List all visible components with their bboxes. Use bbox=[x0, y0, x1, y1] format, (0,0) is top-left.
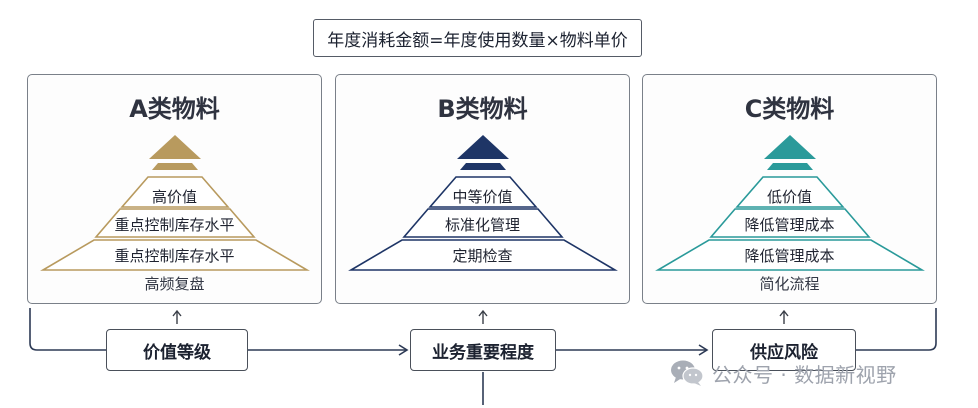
pyramid-apex bbox=[149, 135, 201, 159]
panel-c-level-3: 降低管理成本 bbox=[744, 247, 835, 265]
criteria-label: 供应风险 bbox=[750, 342, 818, 363]
panel-c-title: C类物料 bbox=[744, 95, 835, 123]
pyramid-tier-3 bbox=[655, 239, 925, 271]
panel-c-pyramid bbox=[655, 135, 925, 271]
criteria-label: 价值等级 bbox=[143, 342, 211, 363]
panel-a-pyramid bbox=[40, 135, 310, 271]
pyramid-tier-1 bbox=[120, 176, 230, 208]
panel-b-title: B类物料 bbox=[437, 95, 528, 123]
criteria-value-level: 价值等级 bbox=[106, 329, 248, 371]
pyramid-tier-2 bbox=[709, 208, 871, 238]
panel-a-level-3: 重点控制库存水平 bbox=[114, 247, 235, 265]
pyramid-apex bbox=[764, 135, 816, 159]
pyramid-tier-3 bbox=[348, 239, 618, 271]
formula-box: 年度消耗金额=年度使用数量×物料单价 bbox=[313, 19, 642, 57]
watermark-text: 公众号 · 数据新视野 bbox=[712, 362, 897, 387]
panel-c-level-2: 降低管理成本 bbox=[744, 216, 835, 234]
panel-b: B类物料 中等价值 标准化管理 定期检查 bbox=[335, 74, 630, 304]
panel-a-note: 高频复盘 bbox=[144, 275, 205, 293]
criteria-supply-risk: 供应风险 bbox=[712, 329, 856, 371]
criteria-business-importance: 业务重要程度 bbox=[410, 329, 556, 371]
flow-arrowhead-icon bbox=[698, 344, 709, 356]
pyramid-band bbox=[767, 163, 813, 170]
panel-a-level-1: 高价值 bbox=[151, 188, 197, 206]
panel-b-level-2: 标准化管理 bbox=[444, 216, 520, 234]
pyramid-tier-2 bbox=[94, 208, 256, 238]
arrow-up-icon bbox=[172, 309, 182, 324]
arrow-up-icon bbox=[478, 309, 488, 324]
wechat-icon bbox=[671, 360, 704, 386]
panel-a: A类物料 高价值 重点控制库存水平 重点控制库存水平 高频复盘 bbox=[27, 74, 322, 304]
pyramid-tier-1 bbox=[428, 176, 538, 208]
panel-b-pyramid bbox=[348, 135, 618, 271]
panel-c-note: 简化流程 bbox=[759, 275, 820, 293]
pyramid-tier-2 bbox=[402, 208, 564, 238]
panel-c: C类物料 低价值 降低管理成本 降低管理成本 简化流程 bbox=[642, 74, 937, 304]
watermark: 公众号 · 数据新视野 bbox=[670, 357, 897, 389]
pyramid-tier-1 bbox=[735, 176, 845, 208]
panel-b-level-3: 定期检查 bbox=[452, 247, 513, 265]
panel-a-level-2: 重点控制库存水平 bbox=[114, 216, 235, 234]
pyramid-apex bbox=[457, 135, 509, 159]
formula-text: 年度消耗金额=年度使用数量×物料单价 bbox=[327, 30, 628, 51]
panel-b-level-1: 中等价值 bbox=[452, 188, 513, 206]
pyramid-band bbox=[460, 163, 506, 170]
panel-a-title: A类物料 bbox=[129, 95, 220, 123]
pyramid-tier-3 bbox=[40, 239, 310, 271]
panel-c-level-1: 低价值 bbox=[766, 188, 812, 206]
arrow-up-icon bbox=[779, 309, 789, 324]
flow-arrowhead-icon bbox=[398, 344, 409, 356]
pyramid-band bbox=[152, 163, 198, 170]
criteria-label: 业务重要程度 bbox=[432, 342, 534, 363]
